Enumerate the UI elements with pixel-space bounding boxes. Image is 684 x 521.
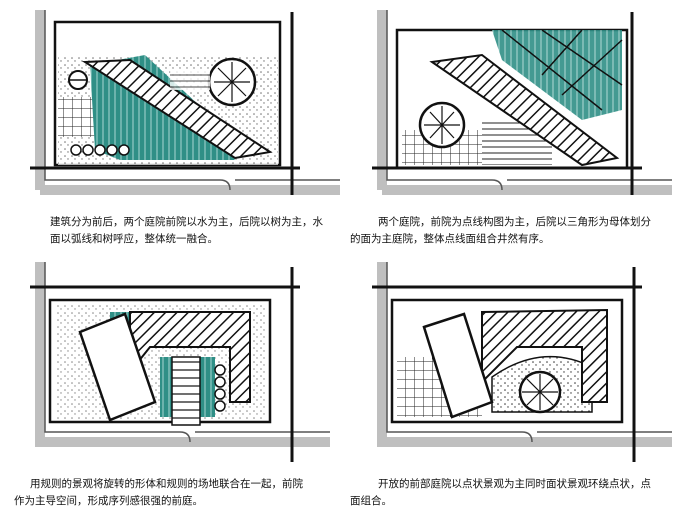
building-mass bbox=[81, 58, 273, 160]
sketch-panel-1: 建筑分为前后，两个庭院前院以水为主，后院以树为主，水 面以弧线和树呼应，整体统一… bbox=[0, 0, 342, 245]
site-plan-sketch-4 bbox=[372, 262, 672, 462]
caption-line: 建筑分为前后，两个庭院前院以水为主，后院以树为主，水 bbox=[50, 216, 323, 228]
caption-line: 的面为主庭院，整体点线面组合井然有序。 bbox=[350, 233, 550, 245]
caption-panel-3: 用规则的景观将旋转的形体和规则的场地联合在一起，前院 作为主导空间，形成序列感很… bbox=[14, 476, 339, 510]
caption-line: 开放的前部庭院以点状景观为主同时面状景观环绕点状，点 bbox=[378, 478, 651, 490]
caption-line: 两个庭院，前院为点线构图为主，后院以三角形为母体划分 bbox=[378, 216, 651, 228]
caption-line: 面以弧线和树呼应，整体统一融合。 bbox=[50, 233, 218, 245]
triangle-court bbox=[492, 30, 622, 120]
sketch-panel-2: 两个庭院，前院为点线构图为主，后院以三角形为母体划分 的面为主庭院，整体点线面组… bbox=[342, 0, 684, 245]
building-mass bbox=[429, 53, 620, 167]
caption-line: 用规则的景观将旋转的形体和规则的场地联合在一起，前院 bbox=[30, 478, 303, 490]
building-mass bbox=[481, 308, 608, 403]
site-plan-sketch-1 bbox=[30, 10, 340, 195]
rotated-building bbox=[78, 312, 157, 422]
site-plan-sketch-3 bbox=[30, 262, 330, 462]
sketch-panel-3: 用规则的景观将旋转的形体和规则的场地联合在一起，前院 作为主导空间，形成序列感很… bbox=[0, 262, 342, 521]
rotated-building bbox=[422, 312, 494, 419]
sketch-panel-4: 开放的前部庭院以点状景观为主同时面状景观环绕点状，点 面组合。 bbox=[342, 262, 684, 521]
caption-line: 面组合。 bbox=[350, 495, 392, 507]
caption-line: 作为主导空间，形成序列感很强的前庭。 bbox=[14, 495, 203, 507]
road-band bbox=[35, 10, 340, 195]
caption-panel-4: 开放的前部庭院以点状景观为主同时面状景观环绕点状，点 面组合。 bbox=[350, 476, 680, 510]
site-plan-sketch-2 bbox=[372, 10, 672, 195]
caption-panel-1: 建筑分为前后，两个庭院前院以水为主，后院以树为主，水 面以弧线和树呼应，整体统一… bbox=[50, 214, 340, 248]
site-boundary bbox=[53, 20, 282, 167]
caption-panel-2: 两个庭院，前院为点线构图为主，后院以三角形为母体划分 的面为主庭院，整体点线面组… bbox=[350, 214, 680, 248]
